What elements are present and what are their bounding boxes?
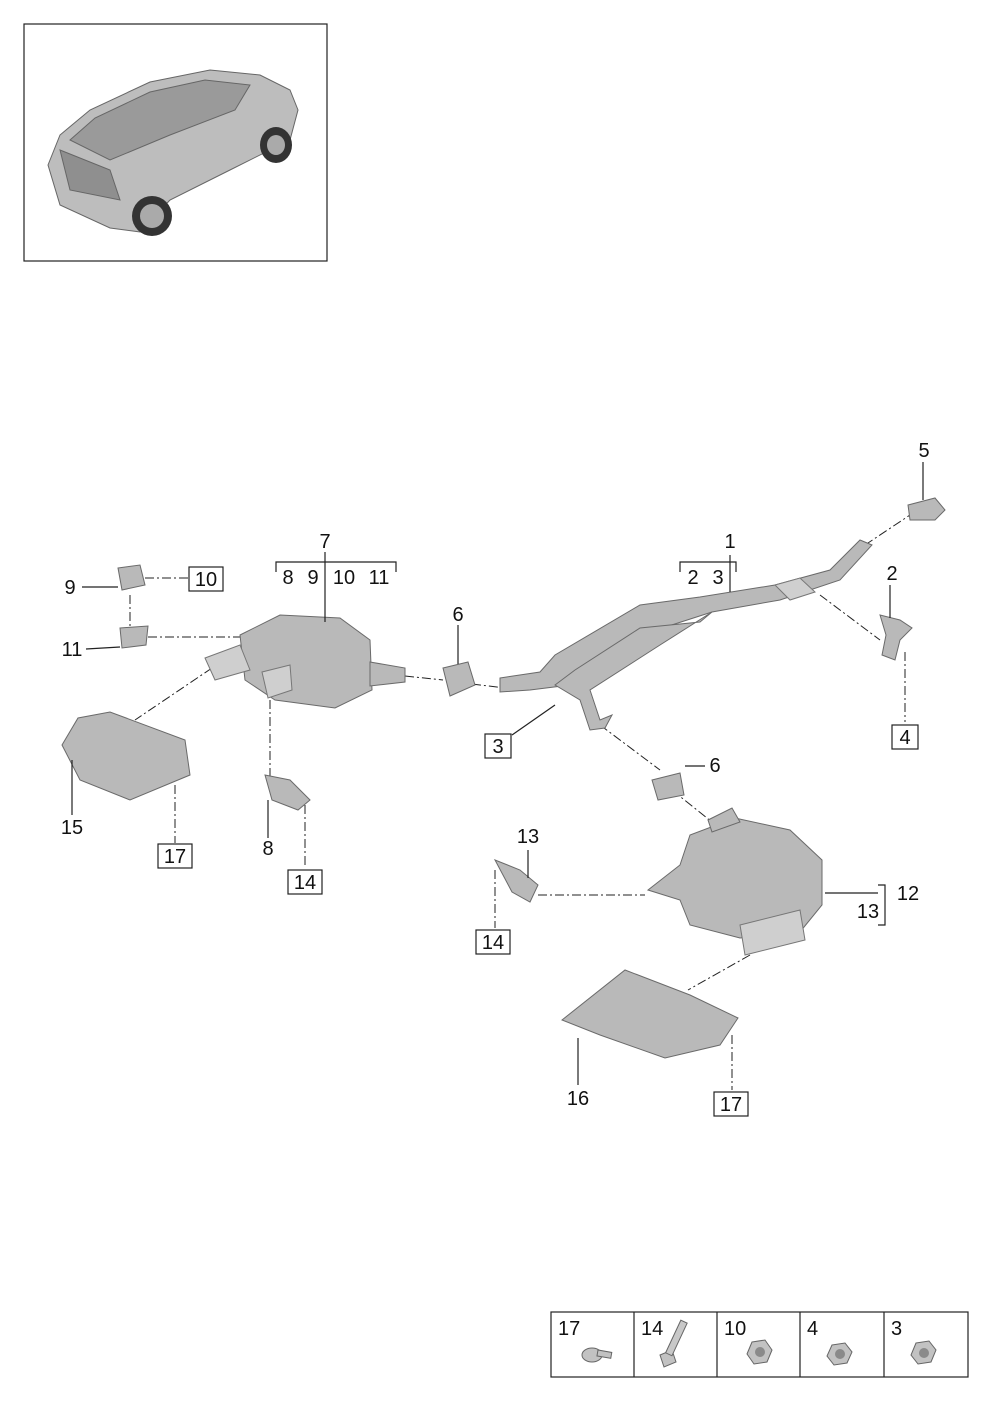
callout-16: 16: [567, 1088, 589, 1110]
bracket-13-part: [493, 859, 539, 903]
callout-1: 1: [724, 531, 735, 553]
callout-12-sub: 13: [857, 901, 879, 923]
callout-2: 2: [886, 563, 897, 585]
boxed-callout-4: 4: [899, 727, 910, 749]
callouts: 7 8 9 10 11 1 2 3 5 2 6 6 9 11 15 8 13 1…: [61, 440, 930, 1110]
callout-11: 11: [62, 639, 83, 661]
dash-lines: [129, 514, 911, 1090]
clamp-5-part: [907, 497, 946, 521]
callout-13: 13: [517, 826, 539, 848]
nut-10-icon: [746, 1339, 773, 1365]
boxed-callout-17-right: 17: [720, 1094, 742, 1116]
callout-7-sub-3: 10: [333, 567, 355, 589]
callout-7-sub-4: 11: [369, 567, 390, 589]
callout-1-sub-1: 2: [687, 567, 698, 589]
boxed-callout-3: 3: [492, 736, 503, 758]
right-muffler-part: [646, 807, 823, 956]
callout-8: 8: [262, 838, 273, 860]
screw-17-icon: [581, 1347, 613, 1363]
callout-12: 12: [897, 883, 919, 905]
legend-label-14: 14: [641, 1318, 663, 1340]
bracket-8-part: [264, 774, 311, 811]
callout-1-sub-2: 3: [712, 567, 723, 589]
bracket-9-part: [117, 564, 146, 591]
boxed-callout-17-left: 17: [164, 846, 186, 868]
boxed-callout-10: 10: [195, 569, 217, 591]
car-icon: [47, 69, 299, 236]
clamp-6-lower-part: [651, 772, 685, 801]
vehicle-inset: [23, 23, 328, 262]
tailpipe-cover-16-part: [561, 969, 739, 1059]
front-pipe-part: [499, 539, 873, 731]
legend-label-17: 17: [558, 1318, 580, 1340]
hanger-bracket-part: [879, 614, 913, 661]
left-muffler-part: [204, 614, 406, 709]
callout-9: 9: [64, 577, 75, 599]
callout-6-lower: 6: [709, 755, 720, 777]
nut-3-icon: [910, 1340, 937, 1365]
boxed-callout-14-right: 14: [482, 932, 504, 954]
bolt-14-icon: [659, 1319, 688, 1368]
callout-5: 5: [918, 440, 929, 462]
callout-6-upper: 6: [452, 604, 463, 626]
legend-label-3: 3: [891, 1318, 902, 1340]
boxed-callout-14-left: 14: [294, 872, 316, 894]
callout-7-sub-2: 9: [307, 567, 318, 589]
bracket-11-part: [119, 625, 149, 649]
fastener-legend: 17 14 10 4 3: [550, 1311, 969, 1378]
nut-4-icon: [826, 1342, 853, 1366]
legend-label-10: 10: [724, 1318, 746, 1340]
tailpipe-cover-15-part: [61, 711, 191, 801]
callout-7-sub-1: 8: [282, 567, 293, 589]
legend-label-4: 4: [807, 1318, 818, 1340]
boxed-callouts: 10 3 4 17 14 14 17: [157, 566, 919, 1117]
clamp-6-upper-part: [442, 661, 476, 697]
callout-7: 7: [319, 531, 330, 553]
callout-15: 15: [61, 817, 83, 839]
leader-lines: [71, 462, 924, 1085]
